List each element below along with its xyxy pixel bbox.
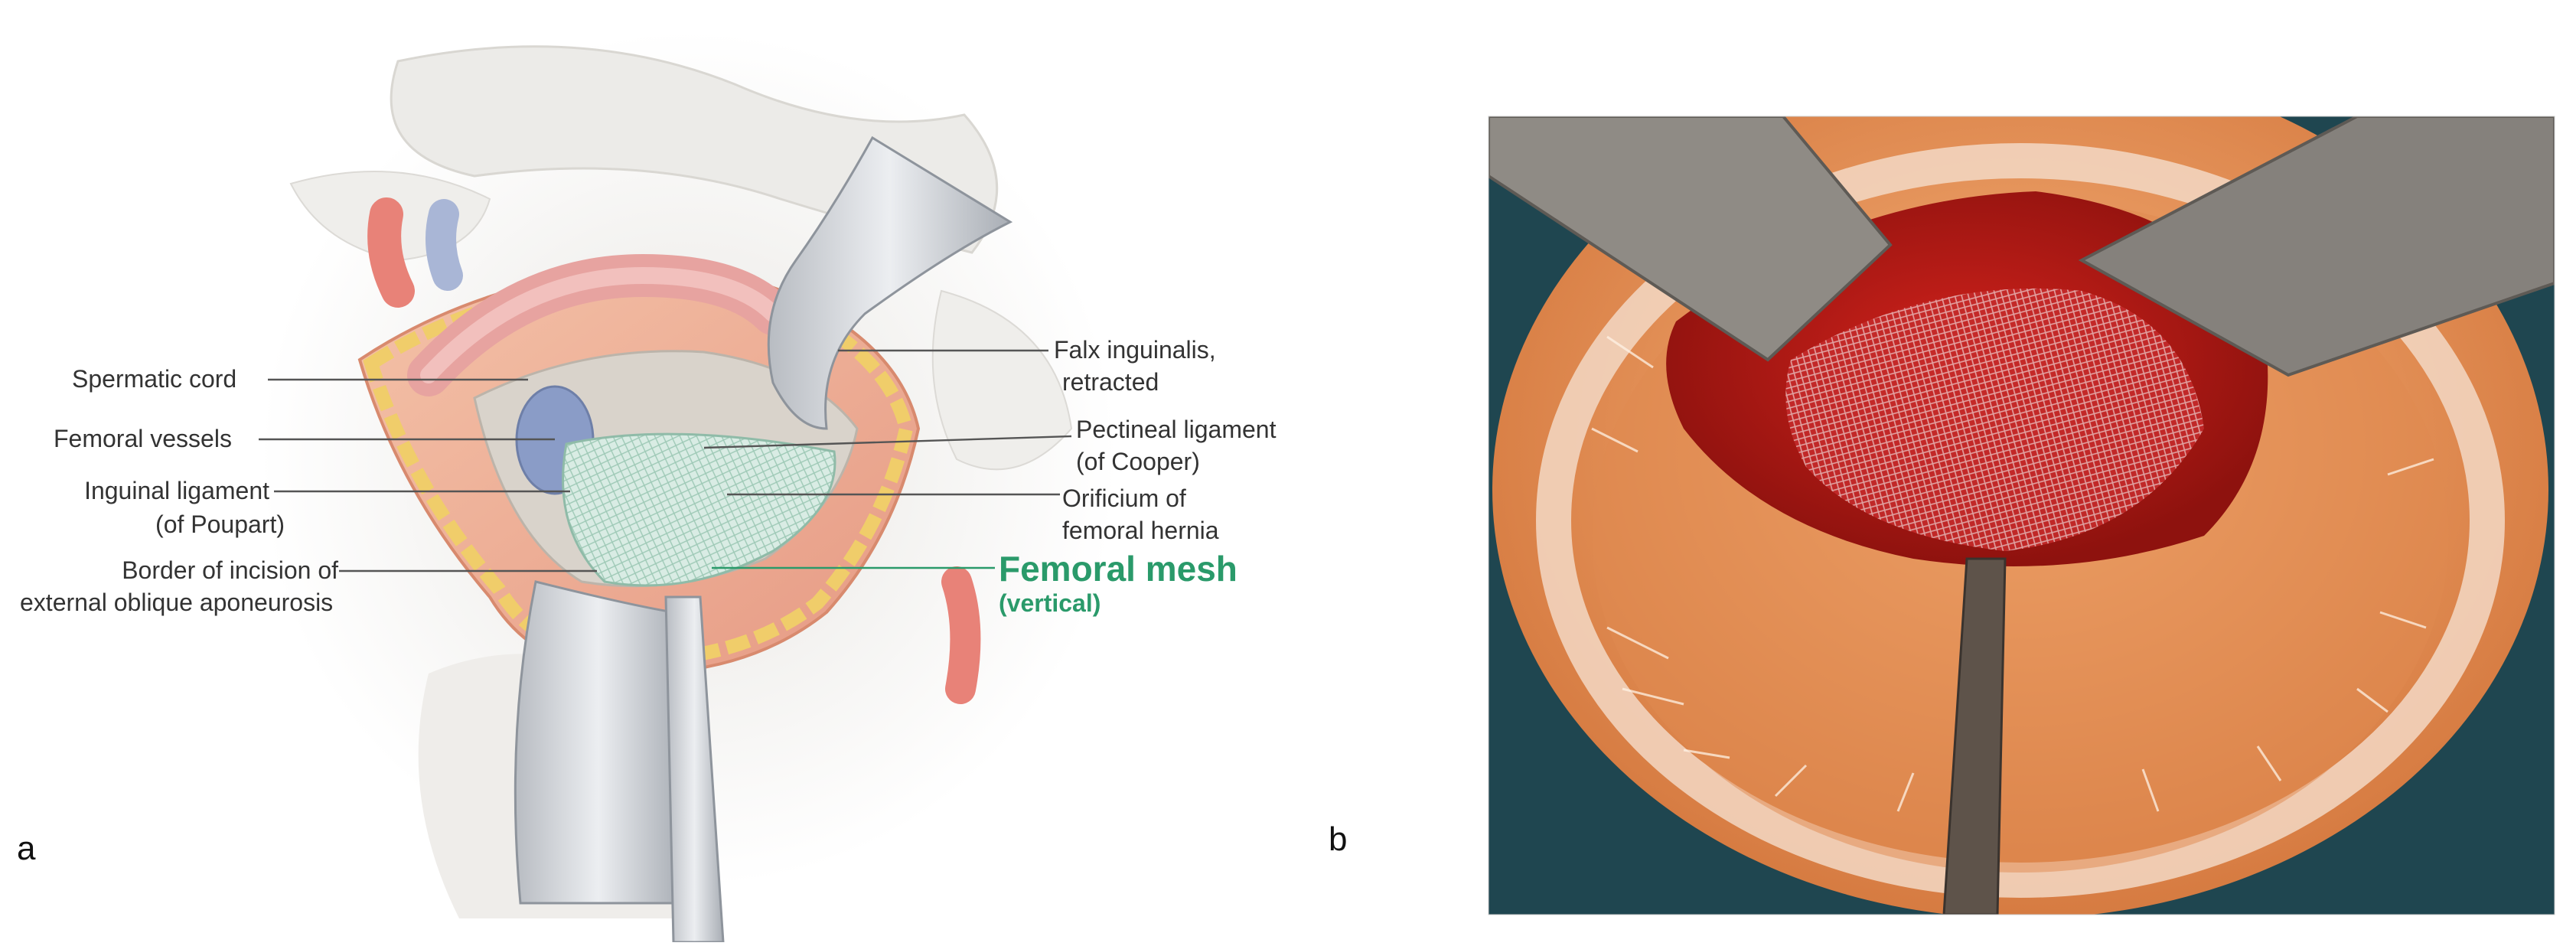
- photo-mesh: [1785, 288, 2204, 551]
- label-border-incision-line2: external oblique aponeurosis: [20, 589, 334, 616]
- label-falx-line1: Falx inguinalis,: [1054, 336, 1216, 364]
- label-spermatic-cord: Spermatic cord: [72, 365, 237, 393]
- photo-right-retractor: [2078, 116, 2555, 377]
- label-femoral-mesh: Femoral mesh: [999, 549, 1237, 589]
- label-pectineal-line1: Pectineal ligament: [1076, 416, 1277, 443]
- panel-a-illustration: [259, 31, 1117, 944]
- label-orificium-line2: femoral hernia: [1062, 517, 1219, 544]
- label-femoral-vessels: Femoral vessels: [54, 425, 232, 452]
- photo-instrument: [1942, 557, 2007, 915]
- upper-retractor: [767, 135, 1013, 430]
- label-inguinal-ligament-line2: (of Poupart): [155, 511, 285, 538]
- label-femoral-mesh-sub: (vertical): [999, 589, 1101, 617]
- photo-left-retractor: [1489, 116, 1893, 362]
- femoral-mesh: [562, 432, 836, 587]
- label-orificium-line1: Orificium of: [1062, 484, 1186, 512]
- label-inguinal-ligament-line1: Inguinal ligament: [84, 477, 269, 504]
- label-border-incision-line1: Border of incision of: [122, 556, 338, 584]
- panel-letter-b: b: [1329, 820, 1348, 858]
- label-falx-line2: retracted: [1062, 368, 1159, 396]
- leader-lines: [259, 349, 1072, 572]
- panel-b-photo: [1489, 116, 2555, 915]
- label-pectineal-line2: (of Cooper): [1076, 448, 1200, 475]
- panel-letter-a: a: [17, 830, 36, 867]
- lower-retractor: [514, 580, 683, 905]
